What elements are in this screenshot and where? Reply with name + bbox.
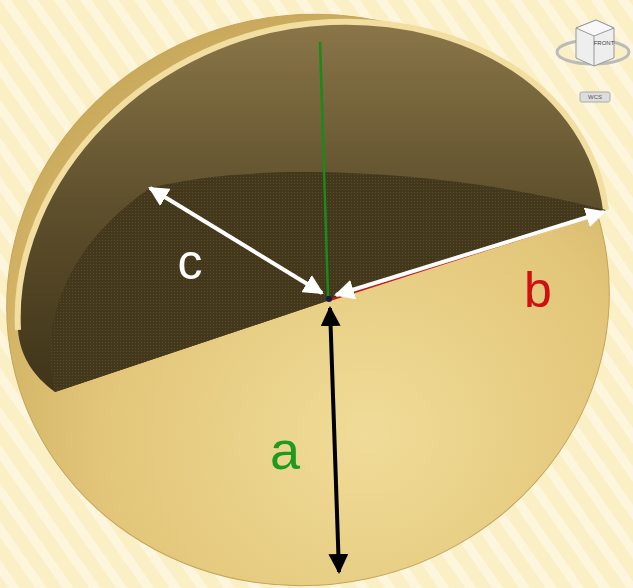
view-cube-face: FRONT: [594, 40, 615, 46]
interior-surface: [18, 22, 606, 392]
center-point: [326, 296, 332, 302]
view-cube-wcs: WCS: [588, 94, 602, 100]
dimension-label-c: c: [178, 237, 203, 287]
view-cube: [557, 20, 629, 102]
axis-b-line: [330, 212, 604, 300]
dimension-arrow-b: [336, 212, 604, 295]
dimension-label-a: a: [270, 423, 300, 477]
dimension-label-b: b: [524, 265, 552, 315]
axis-a-upper: [320, 42, 328, 296]
dimension-arrow-c: [150, 188, 322, 293]
dimension-arrow-a: [330, 308, 339, 572]
